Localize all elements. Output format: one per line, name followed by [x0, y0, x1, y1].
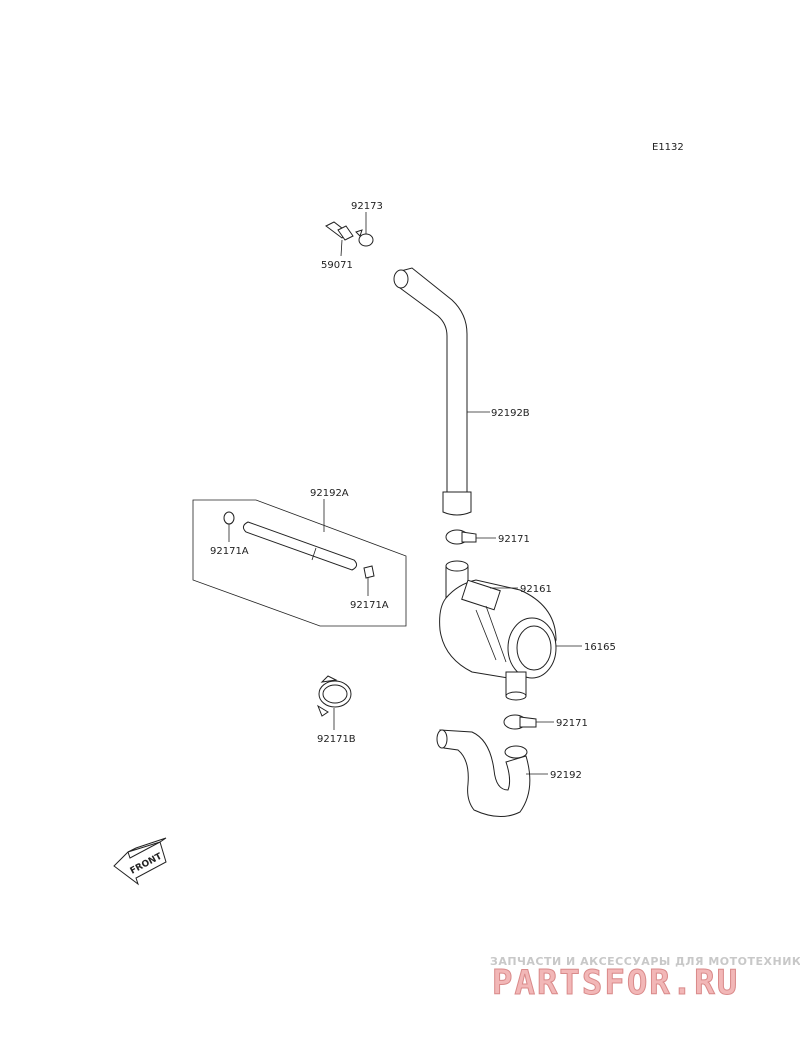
clamp-92171-lower[interactable]: [503, 714, 554, 730]
clip-92171A-right[interactable]: [363, 565, 375, 596]
callout-92171-upper: 92171: [498, 534, 530, 545]
clip-92171A-left[interactable]: [223, 511, 235, 542]
front-arrow-icon: FRONT: [113, 837, 167, 886]
clamp-92171-upper[interactable]: [445, 529, 496, 545]
watermark-brand: PARTSFOR.RU: [492, 963, 739, 1003]
watermark-tagline: ЗАПЧАСТИ И АКСЕССУАРЫ ДЛЯ МОТОТЕХНИКИ: [490, 955, 800, 968]
callout-16165: 16165: [584, 642, 616, 653]
air-valve-16165[interactable]: [439, 560, 557, 701]
callout-92192: 92192: [550, 770, 582, 781]
callout-92161: 92161: [520, 584, 552, 595]
callout-59071: 59071: [321, 260, 353, 271]
callout-92173: 92173: [351, 201, 383, 212]
callout-92171A-right: 92171A: [350, 600, 389, 611]
callout-92192B: 92192B: [491, 408, 530, 419]
hose-92192B[interactable]: [393, 267, 472, 516]
fitting-59071[interactable]: [325, 221, 354, 257]
hose-92192[interactable]: [436, 729, 531, 817]
clamp-92171B[interactable]: [316, 675, 352, 730]
callout-92171B: 92171B: [317, 734, 356, 745]
callout-92171A-left: 92171A: [210, 546, 249, 557]
kit-box-92192A[interactable]: [192, 499, 407, 627]
callout-92192A: 92192A: [310, 488, 349, 499]
diagram-code: E1132: [652, 142, 684, 153]
callout-92171-lower: 92171: [556, 718, 588, 729]
clamp-92173[interactable]: [355, 212, 374, 247]
